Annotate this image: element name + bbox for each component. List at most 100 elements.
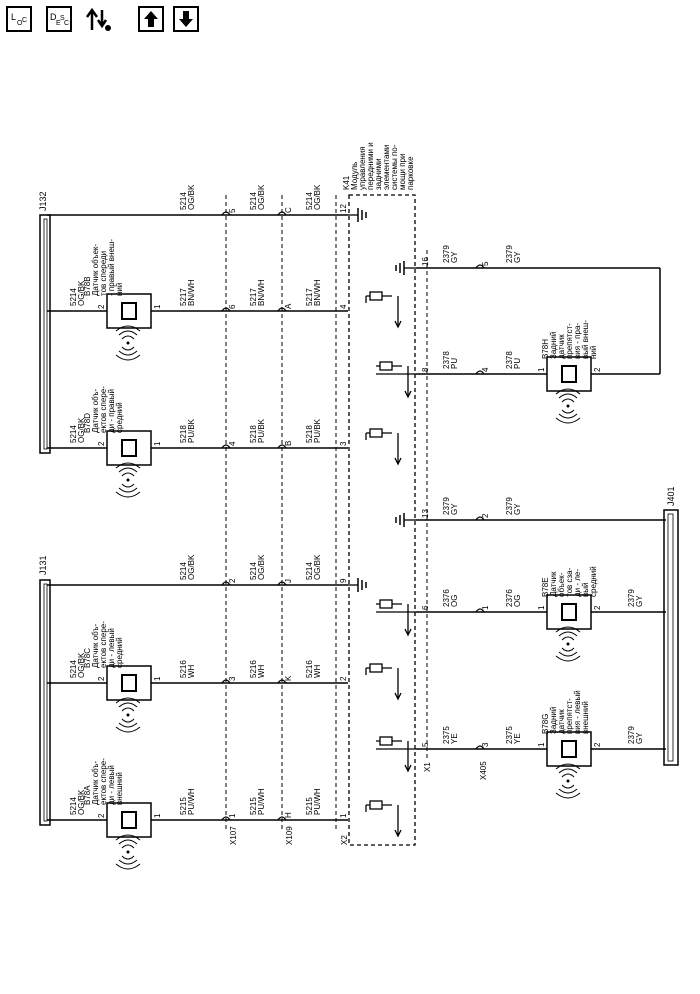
next-page-button[interactable] — [173, 6, 199, 32]
svg-text:B78D: B78D — [83, 413, 92, 433]
svg-text:Датчик: Датчик — [549, 571, 558, 597]
svg-text:B78C: B78C — [83, 648, 92, 668]
svg-text:WH: WH — [187, 664, 196, 678]
desc-icon: D E S C — [50, 12, 69, 27]
sensor-b78b — [106, 293, 152, 329]
svg-text:5217: 5217 — [179, 288, 188, 306]
svg-text:2376: 2376 — [442, 589, 451, 607]
svg-text:1: 1 — [481, 605, 490, 610]
current-flow-button[interactable] — [84, 4, 114, 34]
svg-text:2376: 2376 — [505, 589, 514, 607]
svg-text:BN/WH: BN/WH — [257, 279, 266, 306]
svg-text:B78H: B78H — [541, 339, 550, 359]
svg-text:GY: GY — [635, 732, 644, 744]
previous-page-button[interactable] — [138, 6, 164, 32]
ground-symbol — [395, 512, 405, 528]
connector-lines — [225, 194, 428, 846]
svg-text:5218: 5218 — [249, 425, 258, 443]
svg-text:5216: 5216 — [179, 660, 188, 678]
svg-text:X405: X405 — [479, 761, 488, 780]
svg-text:5214: 5214 — [69, 660, 78, 678]
svg-text:PU: PU — [513, 358, 522, 369]
svg-text:4: 4 — [228, 441, 237, 446]
svg-text:L: L — [11, 12, 16, 22]
svg-text:YE: YE — [513, 733, 522, 744]
svg-text:B: B — [284, 441, 293, 446]
svg-text:2: 2 — [97, 304, 106, 309]
svg-text:PU/BK: PU/BK — [187, 418, 196, 443]
svg-text:X109: X109 — [285, 826, 294, 845]
loc-button[interactable]: L O C — [6, 6, 32, 32]
ground-symbol — [357, 207, 367, 223]
desc-button[interactable]: D E S C — [46, 6, 72, 32]
svg-text:5: 5 — [481, 261, 490, 266]
svg-text:J: J — [284, 579, 293, 583]
svg-text:O: O — [17, 20, 23, 27]
svg-text:9: 9 — [339, 578, 348, 583]
svg-text:5216: 5216 — [249, 660, 258, 678]
svg-text:OG/BK: OG/BK — [77, 280, 86, 306]
ultrasonic-icon — [115, 462, 141, 498]
svg-text:GY: GY — [450, 503, 459, 515]
svg-text:OG/BK: OG/BK — [257, 554, 266, 580]
loc-icon: L O C — [11, 12, 27, 27]
svg-text:D: D — [50, 12, 57, 22]
svg-text:5214: 5214 — [179, 192, 188, 210]
ultrasonic-icon — [555, 388, 581, 424]
svg-text:5214: 5214 — [69, 797, 78, 815]
resistor — [369, 663, 383, 673]
ultrasonic-icon — [115, 697, 141, 733]
svg-text:C: C — [22, 17, 27, 24]
sensor-b78c — [106, 665, 152, 701]
svg-text:OG/BK: OG/BK — [77, 789, 86, 815]
svg-text:5216: 5216 — [305, 660, 314, 678]
svg-text:A: A — [284, 303, 293, 309]
svg-text:C: C — [64, 20, 69, 27]
svg-text:PU: PU — [450, 358, 459, 369]
svg-text:OG/BK: OG/BK — [313, 554, 322, 580]
svg-text:5214: 5214 — [69, 288, 78, 306]
svg-text:PU/WH: PU/WH — [313, 788, 322, 815]
svg-text:2378: 2378 — [505, 351, 514, 369]
resistor — [369, 800, 383, 810]
svg-text:3: 3 — [481, 742, 490, 747]
ground-symbol — [395, 260, 405, 276]
svg-text:2: 2 — [97, 676, 106, 681]
current-flow-icon — [85, 7, 111, 31]
svg-text:2: 2 — [593, 367, 602, 372]
svg-text:12: 12 — [339, 204, 348, 213]
svg-text:1: 1 — [537, 367, 546, 372]
svg-text:E: E — [56, 20, 61, 27]
svg-text:2379: 2379 — [442, 497, 451, 515]
svg-text:парковке: парковке — [406, 156, 415, 190]
svg-text:BN/WH: BN/WH — [187, 279, 196, 306]
svg-text:2: 2 — [593, 605, 602, 610]
ultrasonic-icon — [115, 325, 141, 361]
svg-text:K: K — [284, 675, 293, 681]
svg-text:Задний: Задний — [549, 707, 558, 734]
resistor — [379, 599, 393, 609]
svg-text:ди - левый: ди - левый — [107, 628, 116, 668]
svg-text:2379: 2379 — [505, 245, 514, 263]
svg-text:передними и: передними и — [366, 142, 375, 190]
svg-text:системы по-: системы по- — [390, 144, 399, 190]
svg-text:5217: 5217 — [249, 288, 258, 306]
svg-text:X107: X107 — [229, 826, 238, 845]
svg-text:5214: 5214 — [69, 425, 78, 443]
sensor-b78e — [546, 594, 592, 630]
splice-pack-j131: J131 — [38, 555, 51, 826]
resistor — [379, 736, 393, 746]
svg-text:OG/BK: OG/BK — [187, 554, 196, 580]
svg-text:1: 1 — [153, 813, 162, 818]
svg-text:1: 1 — [537, 605, 546, 610]
svg-text:5214: 5214 — [179, 562, 188, 580]
svg-text:датчик: датчик — [557, 709, 566, 734]
svg-text:OG: OG — [450, 595, 459, 607]
ultrasonic-icon — [555, 626, 581, 662]
svg-text:GY: GY — [513, 251, 522, 263]
svg-text:ектов спере-: ектов спере- — [99, 758, 108, 805]
svg-text:2379: 2379 — [627, 589, 636, 607]
svg-text:5215: 5215 — [249, 797, 258, 815]
sensor-b78d — [106, 430, 152, 466]
svg-text:вый: вый — [581, 583, 590, 597]
